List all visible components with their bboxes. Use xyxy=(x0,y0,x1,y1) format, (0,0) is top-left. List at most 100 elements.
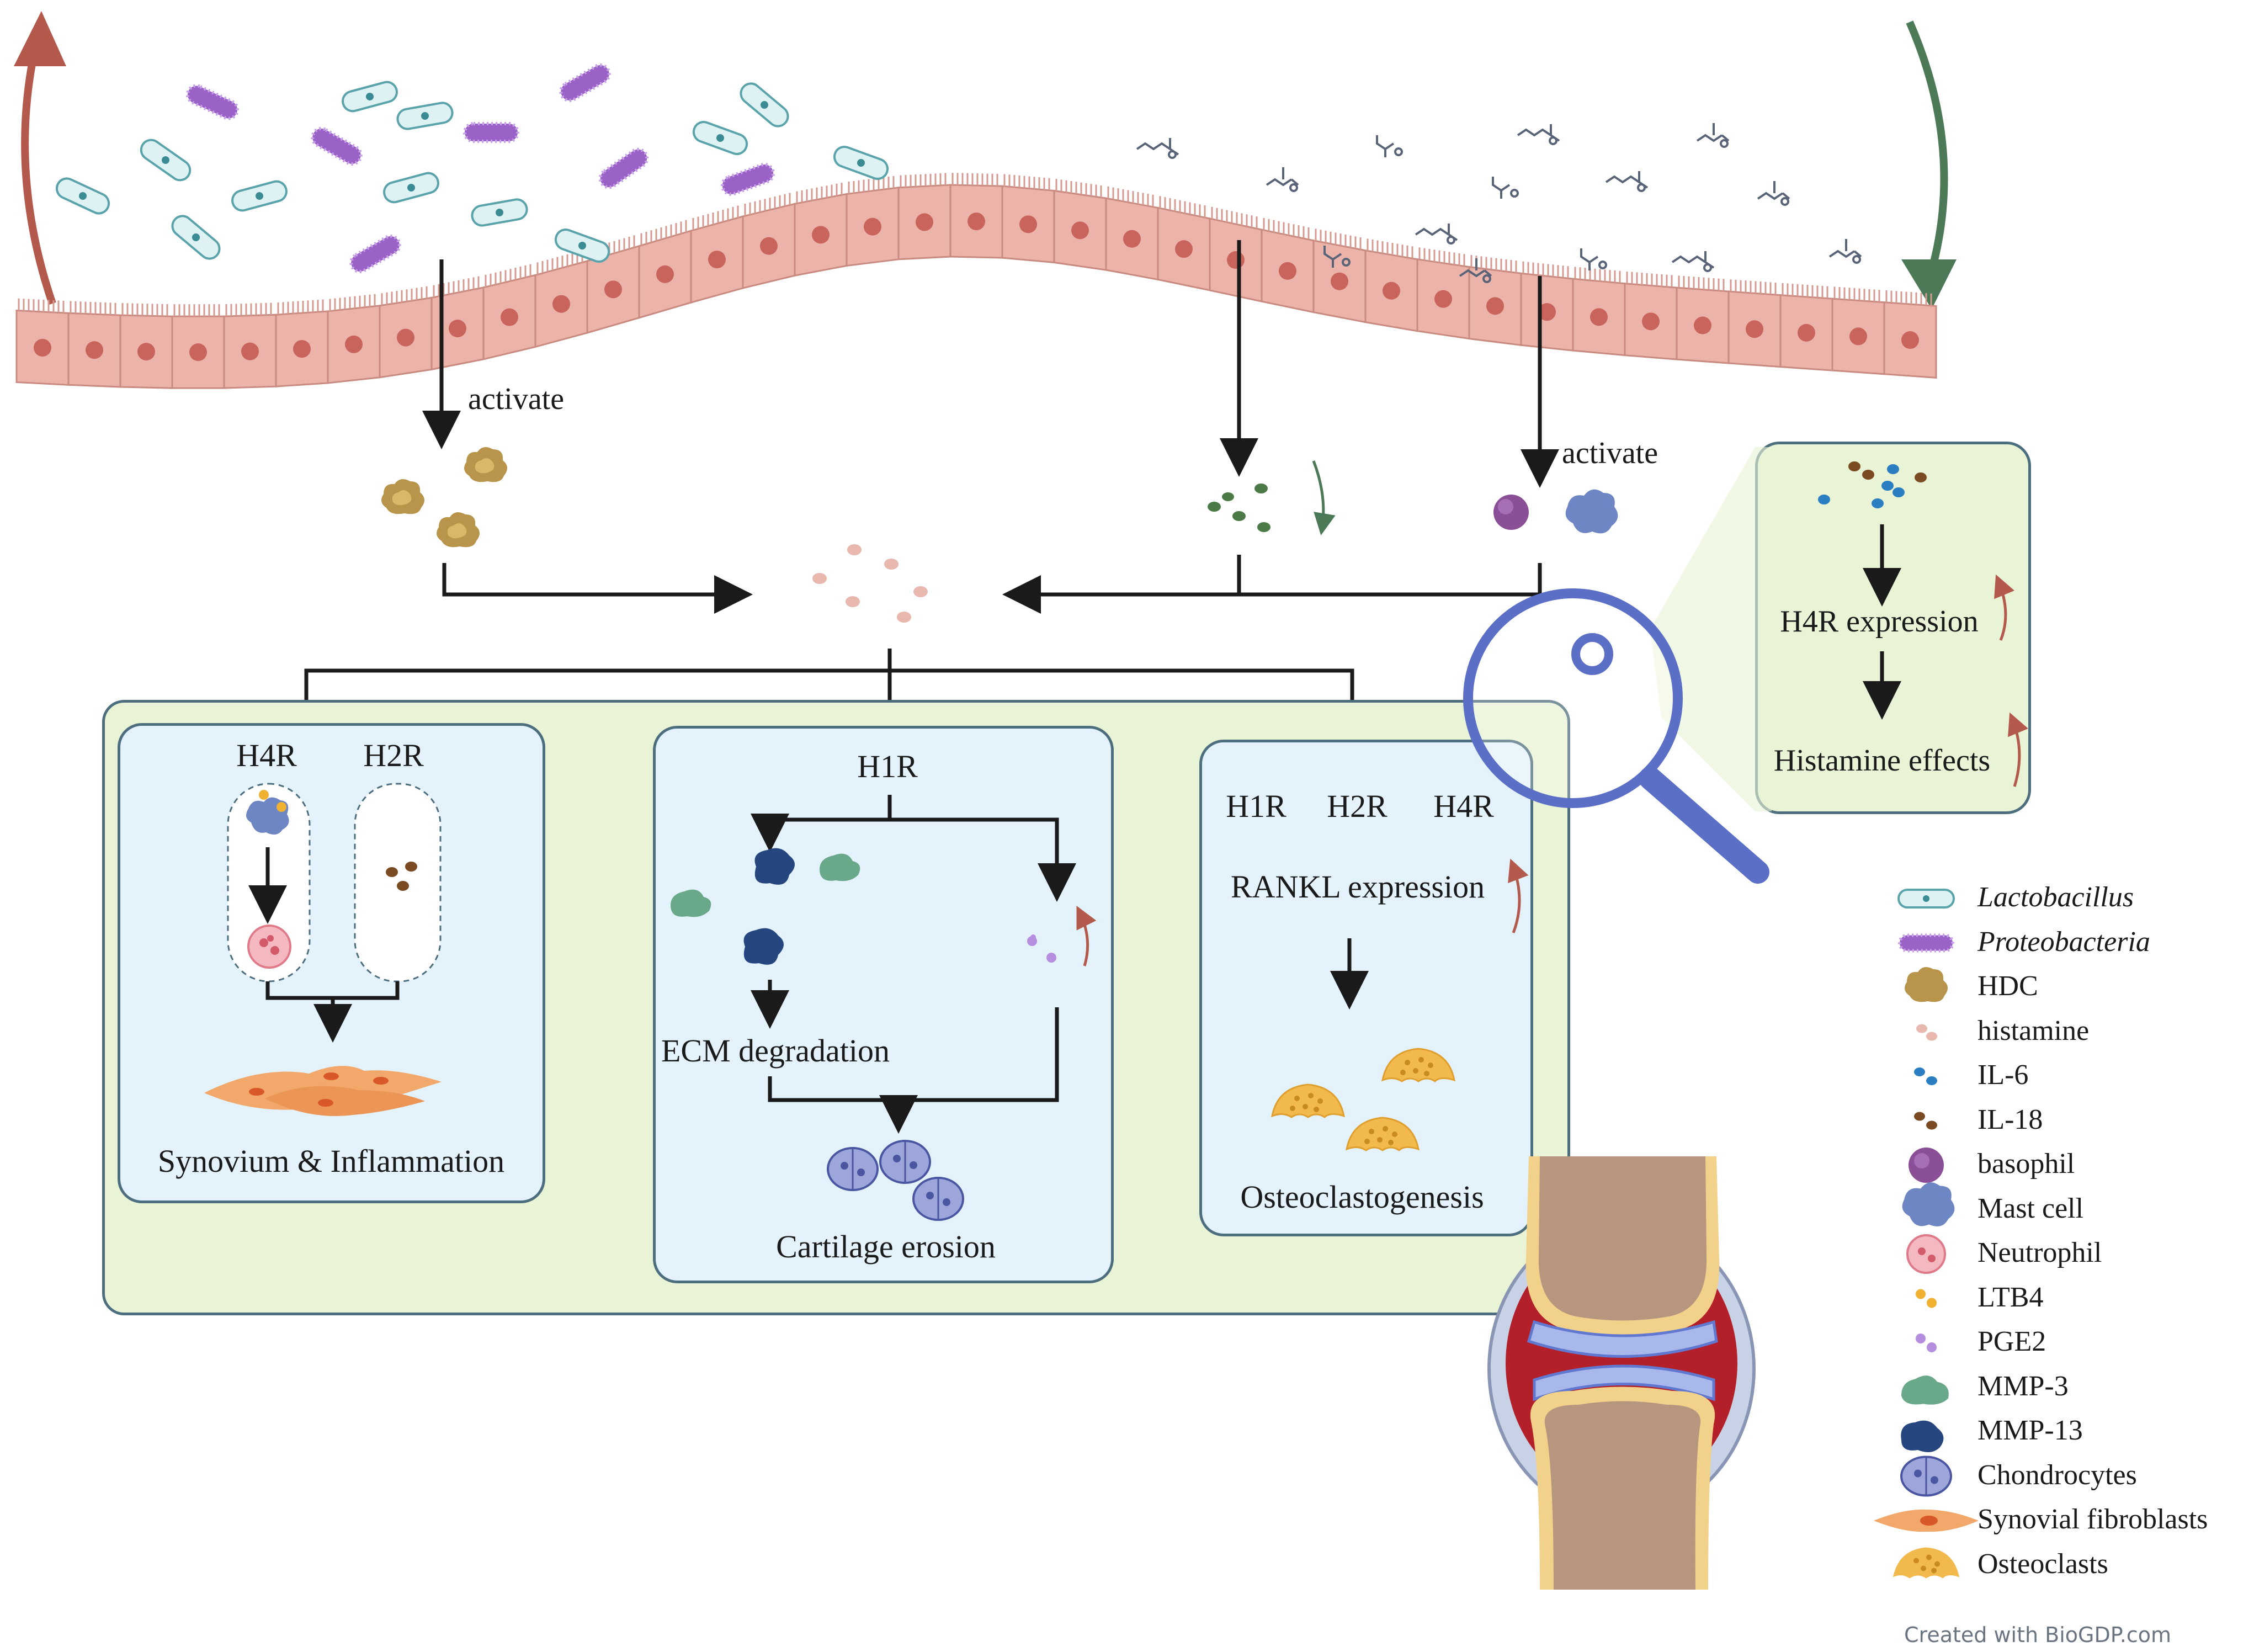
zoom-cytokines xyxy=(1818,461,1927,508)
osteoclast-icon xyxy=(1271,1083,1345,1118)
pge2-dots xyxy=(1027,934,1056,963)
mast-cell-ltb4 xyxy=(246,790,289,835)
legend-label: Neutrophil xyxy=(1977,1237,2102,1268)
cell-nucleus xyxy=(501,308,518,326)
osteoclast-icon xyxy=(1381,1048,1455,1082)
osteoclast-group xyxy=(1271,1048,1455,1151)
metabolite-icon xyxy=(1580,248,1607,270)
cell-nucleus xyxy=(656,265,674,283)
lactobacillus-icon xyxy=(1897,889,1955,909)
cell-nucleus xyxy=(916,213,933,231)
legend-label: MMP-3 xyxy=(1977,1370,2069,1402)
decrease-big-arrow xyxy=(1901,20,1957,309)
cell-nucleus xyxy=(1694,316,1711,334)
histamine-icon xyxy=(1916,1024,1937,1041)
metabolite-icon xyxy=(1671,251,1715,272)
knee-joint-icon xyxy=(1487,1156,1756,1590)
cell-nucleus xyxy=(137,343,155,361)
cell-nucleus xyxy=(189,343,207,362)
mast-cell-icon xyxy=(1902,1182,1955,1226)
zoom-increase-2 xyxy=(2008,712,2028,787)
lactobacillus-icon xyxy=(171,215,221,260)
osteoclastogenesis-caption: Osteoclastogenesis xyxy=(1240,1179,1484,1215)
cell-nucleus xyxy=(241,342,259,360)
cell-nucleus xyxy=(1746,320,1763,338)
gut-epithelium xyxy=(15,173,1937,389)
metabolite-icon xyxy=(1415,224,1458,245)
green-particles xyxy=(1208,484,1270,532)
cell-nucleus xyxy=(1175,240,1193,258)
synovial-fibroblast-group xyxy=(204,1066,442,1116)
credit-text: Created with BioGDP.com xyxy=(1904,1623,2171,1647)
legend-label: MMP-13 xyxy=(1977,1415,2083,1446)
cell-nucleus xyxy=(1486,297,1504,315)
box-synovium xyxy=(118,723,545,1203)
magnifier-icon xyxy=(1463,447,1772,884)
lactobacillus-icon xyxy=(833,146,889,180)
proteobacteria-icon xyxy=(720,163,775,196)
metabolite-icon xyxy=(1323,246,1351,268)
legend-label: basophil xyxy=(1977,1148,2075,1180)
h4r-expression-label: H4R expression xyxy=(1780,604,1979,639)
legend-label: IL-18 xyxy=(1977,1103,2043,1135)
receptor-h4r-bone: H4R xyxy=(1433,788,1494,824)
pge2-icon xyxy=(1916,1334,1937,1352)
cell-nucleus xyxy=(708,251,726,269)
cell-nucleus xyxy=(1383,281,1400,300)
cell-nucleus xyxy=(967,213,985,231)
gut-bacteria xyxy=(55,63,889,273)
synovium-merge xyxy=(265,981,400,1000)
mmp3-icon xyxy=(1901,1375,1949,1405)
legend-label: Osteoclasts xyxy=(1977,1548,2108,1580)
zoom-increase-1 xyxy=(1994,574,2014,641)
legend-label: Synovial fibroblasts xyxy=(1977,1504,2208,1535)
metabolite-icon xyxy=(1757,181,1790,206)
cell-nucleus xyxy=(1123,230,1141,248)
legend-label: PGE2 xyxy=(1977,1326,2046,1357)
cell-nucleus xyxy=(1071,221,1089,240)
legend-label: histamine xyxy=(1977,1014,2090,1047)
synovium-caption: Synovium & Inflammation xyxy=(157,1143,505,1179)
metabolite-icon xyxy=(1492,177,1519,199)
legend-label: LTB4 xyxy=(1977,1281,2044,1313)
histamine-effects-label: Histamine effects xyxy=(1773,743,1991,778)
hdc-cluster xyxy=(381,447,508,548)
receptor-h2r-bone: H2R xyxy=(1327,788,1388,824)
basophil-icon xyxy=(1909,1148,1944,1183)
lactobacillus-icon xyxy=(396,102,454,130)
legend-label: HDC xyxy=(1977,970,2038,1002)
cell-nucleus xyxy=(1849,327,1867,346)
proteobacteria-icon xyxy=(1898,933,1954,953)
proteobacteria-icon xyxy=(559,63,611,102)
activate-label-left: activate xyxy=(468,382,565,416)
cell-nucleus xyxy=(812,226,830,244)
zoom-detail-panel xyxy=(1755,442,2031,814)
lactobacillus-icon xyxy=(342,81,398,113)
mmp-cluster xyxy=(671,848,860,965)
legend-icons xyxy=(1874,889,1979,1579)
histamine-dots xyxy=(812,544,928,623)
mmp13-icon xyxy=(1901,1420,1944,1452)
pge2-increase xyxy=(1076,906,1097,966)
proteobacteria-icon xyxy=(311,127,363,166)
cell-nucleus xyxy=(397,328,414,347)
cell-nucleus xyxy=(1538,303,1556,321)
neutrophil-cell xyxy=(247,925,291,969)
metabolite-icon xyxy=(1696,123,1730,148)
lactobacillus-icon xyxy=(554,229,610,263)
increase-big-arrow xyxy=(14,11,66,305)
h2r-capsule xyxy=(354,783,442,982)
metabolite-icon xyxy=(1459,258,1492,283)
ltb4-icon xyxy=(1916,1289,1937,1308)
cell-nucleus xyxy=(864,217,881,236)
lactobacillus-icon xyxy=(692,121,748,155)
cell-nucleus xyxy=(86,341,103,359)
cell-nucleus xyxy=(345,335,363,353)
cell-nucleus xyxy=(1798,323,1815,342)
receptor-h2r-synovium: H2R xyxy=(363,737,424,773)
il18-icon xyxy=(1914,1112,1937,1130)
cartilage-caption: Cartilage erosion xyxy=(776,1229,996,1265)
